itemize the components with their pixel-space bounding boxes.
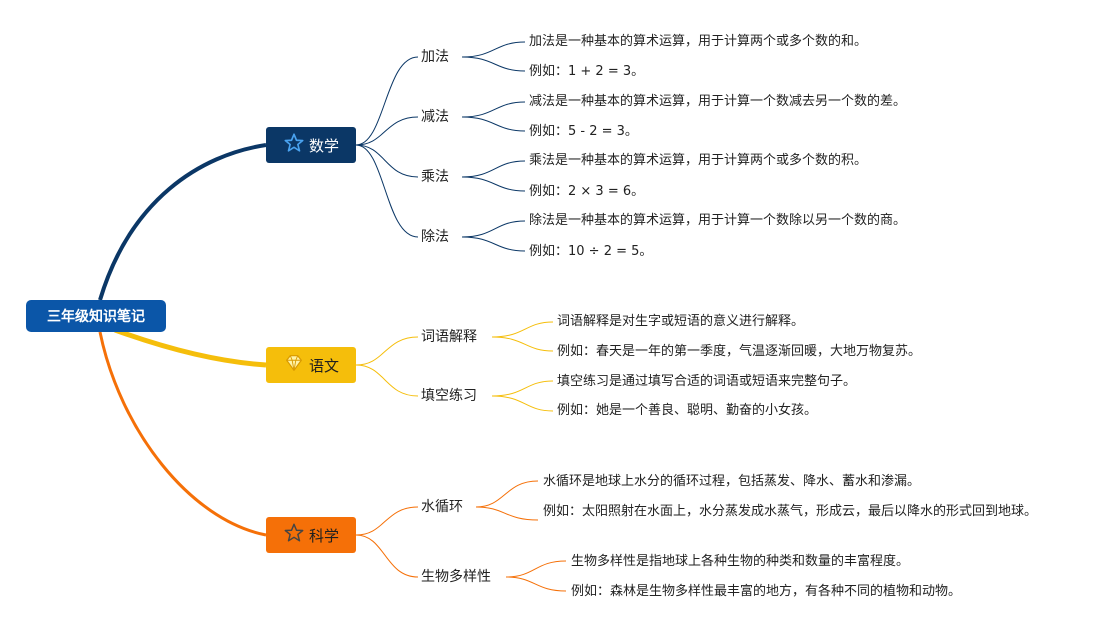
topic-water-cycle[interactable]: 水循环 xyxy=(421,499,463,515)
link-root-science xyxy=(98,331,267,537)
note-biodiversity-definition[interactable]: 生物多样性是指地球上各种生物的种类和数量的丰富程度。 xyxy=(571,554,910,569)
topic-addition[interactable]: 加法 xyxy=(421,49,449,65)
note-division-example[interactable]: 例如：10 ÷ 2 = 5。 xyxy=(529,244,653,259)
note-water-cycle-example[interactable]: 例如：太阳照射在水面上，水分蒸发成水蒸气，形成云，最后以降水的形式回到地球。 xyxy=(543,504,1038,519)
topic-subtraction[interactable]: 减法 xyxy=(421,109,449,125)
branch-label: 语文 xyxy=(308,356,339,375)
note-biodiversity-example[interactable]: 例如：森林是生物多样性最丰富的地方，有各种不同的植物和动物。 xyxy=(571,584,962,599)
note-subtraction-example[interactable]: 例如：5 - 2 = 3。 xyxy=(529,124,638,139)
branch-label: 数学 xyxy=(308,136,339,155)
diamond-icon xyxy=(283,352,305,378)
note-fill-in-definition[interactable]: 填空练习是通过填写合适的词语或短语来完整句子。 xyxy=(557,374,857,389)
topic-fill-in-practice[interactable]: 填空练习 xyxy=(421,388,477,404)
note-multiplication-definition[interactable]: 乘法是一种基本的算术运算，用于计算两个或多个数的积。 xyxy=(529,153,868,168)
topic-multiplication[interactable]: 乘法 xyxy=(421,169,449,185)
topic-division[interactable]: 除法 xyxy=(421,229,449,245)
note-addition-example[interactable]: 例如：1 + 2 = 3。 xyxy=(529,64,645,79)
note-subtraction-definition[interactable]: 减法是一种基本的算术运算，用于计算一个数减去另一个数的差。 xyxy=(529,94,907,109)
topic-biodiversity[interactable]: 生物多样性 xyxy=(421,569,491,585)
branch-science[interactable]: 科学 xyxy=(266,517,356,553)
root-label: 三年级知识笔记 xyxy=(47,309,145,325)
link-root-math xyxy=(98,143,267,301)
note-water-cycle-definition[interactable]: 水循环是地球上水分的循环过程，包括蒸发、降水、蓄水和渗漏。 xyxy=(543,474,921,489)
note-word-explanation-example[interactable]: 例如：春天是一年的第一季度，气温逐渐回暖，大地万物复苏。 xyxy=(557,344,922,359)
note-multiplication-example[interactable]: 例如：2 × 3 = 6。 xyxy=(529,184,645,199)
root-node[interactable]: 三年级知识笔记 xyxy=(26,300,166,332)
star-icon xyxy=(283,132,305,158)
note-word-explanation-definition[interactable]: 词语解释是对生字或短语的意义进行解释。 xyxy=(557,314,805,329)
note-division-definition[interactable]: 除法是一种基本的算术运算，用于计算一个数除以另一个数的商。 xyxy=(529,213,907,228)
branch-chinese[interactable]: 语文 xyxy=(266,347,356,383)
topic-word-explanation[interactable]: 词语解释 xyxy=(421,329,477,345)
note-fill-in-example[interactable]: 例如：她是一个善良、聪明、勤奋的小女孩。 xyxy=(557,403,818,418)
branch-math[interactable]: 数学 xyxy=(266,127,356,163)
link-root-chinese xyxy=(114,327,267,368)
branch-label: 科学 xyxy=(308,526,339,545)
star-outline-icon xyxy=(283,522,305,548)
note-addition-definition[interactable]: 加法是一种基本的算术运算，用于计算两个或多个数的和。 xyxy=(529,34,868,49)
